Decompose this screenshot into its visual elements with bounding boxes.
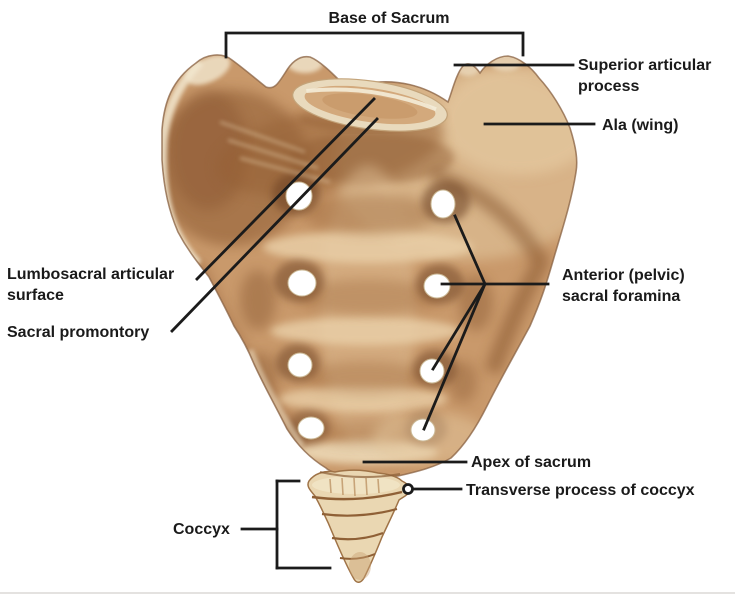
- label-anterior-sacral-foramina: Anterior (pelvic) sacral foramina: [562, 267, 685, 305]
- label-transverse-process-of-coccyx: Transverse process of coccyx: [466, 482, 695, 499]
- lumbosacral-articular-surface-line: [195, 97, 376, 281]
- label-base-of-sacrum: Base of Sacrum: [328, 10, 450, 27]
- transverse-process-marker: [402, 483, 414, 495]
- bottom-divider: [0, 592, 735, 594]
- coccyx-bone: [307, 469, 411, 583]
- label-coccyx: Coccyx: [173, 521, 230, 538]
- base-of-sacrum-bracket: [224, 31, 525, 59]
- label-sacral-promontory: Sacral promontory: [7, 324, 150, 341]
- label-lumbosacral-articular-surface: Lumbosacral articular surface: [7, 266, 175, 304]
- label-ala-wing: Ala (wing): [602, 117, 679, 134]
- coccyx-bracket: [240, 479, 332, 570]
- label-superior-articular-process: Superior articular process: [578, 57, 712, 95]
- sacral-promontory-line: [170, 117, 379, 333]
- label-apex-of-sacrum: Apex of sacrum: [471, 454, 592, 471]
- anterior-sacral-foramina-holes: [285, 181, 456, 442]
- anterior-sacral-foramina-lines: [422, 214, 550, 431]
